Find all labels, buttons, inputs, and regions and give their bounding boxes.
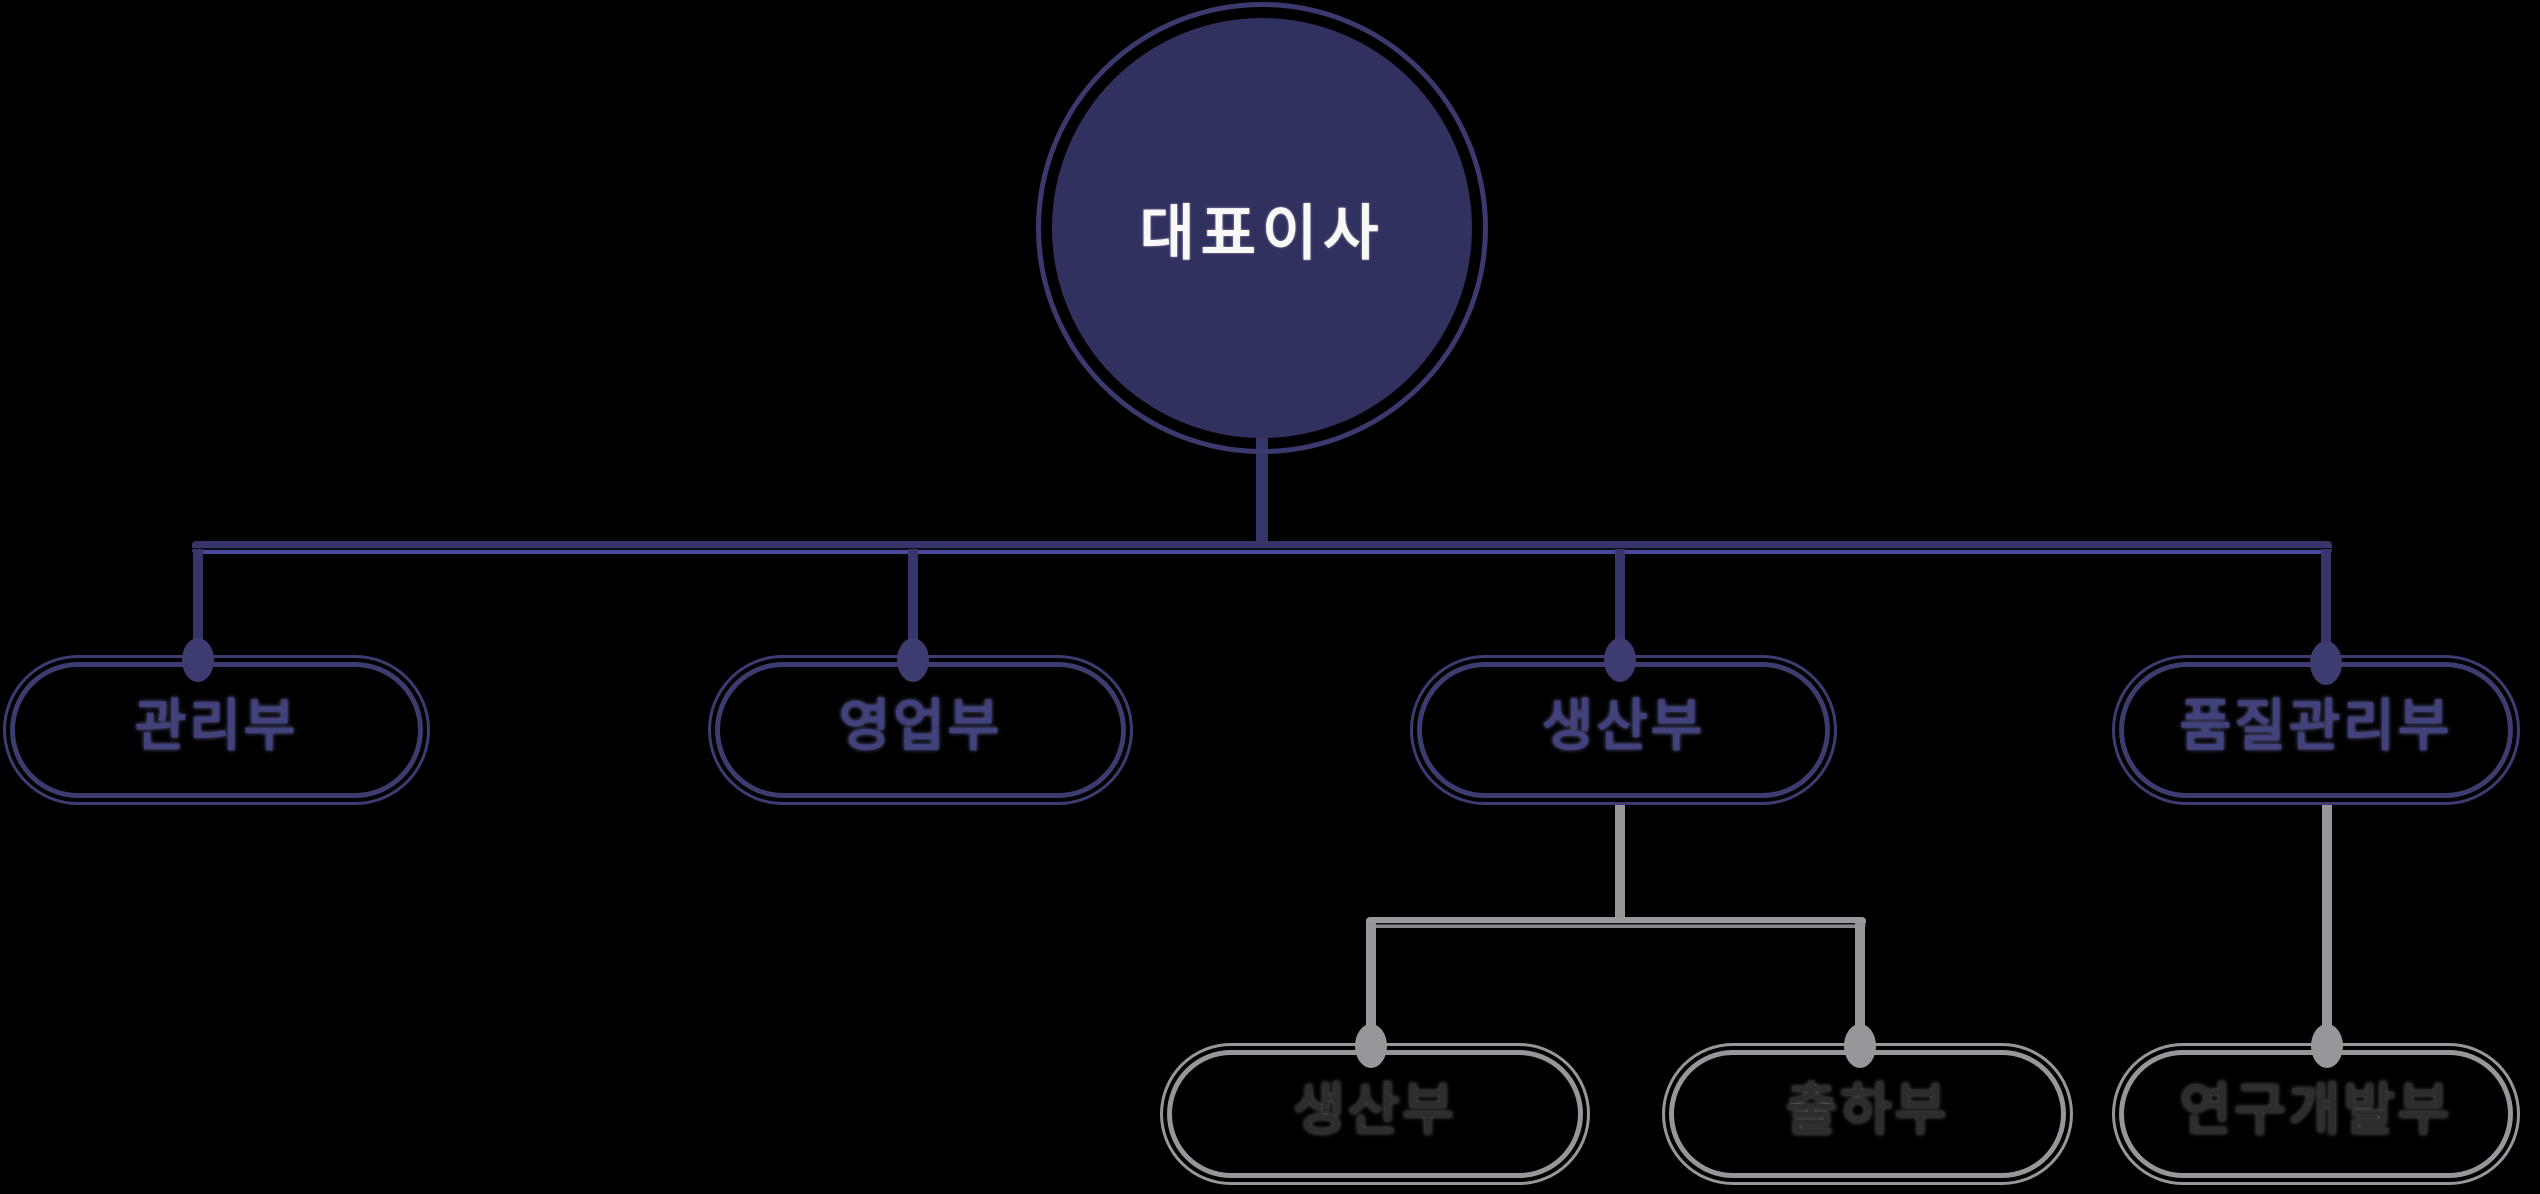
dept-label-quality: 품질관리부 xyxy=(2179,694,2453,757)
node-dot-shipping xyxy=(1844,1024,1876,1068)
node-dot-management xyxy=(182,638,214,682)
connector-drop-production-sub xyxy=(1366,923,1376,1048)
connector-level1-horizontal xyxy=(192,541,2332,554)
dept-box-rnd: 연구개발부 xyxy=(2112,1043,2520,1185)
dept-label-production-sub: 생산부 xyxy=(1293,1078,1457,1141)
node-dot-sales xyxy=(897,638,929,682)
dept-label-shipping: 출하부 xyxy=(1785,1078,1950,1141)
node-dot-quality xyxy=(2310,641,2342,685)
connector-level2-horizontal xyxy=(1366,917,1866,928)
connector-drop-management xyxy=(193,549,203,661)
ceo-node-outer-ring xyxy=(1036,2,1488,454)
node-dot-rnd xyxy=(2311,1024,2343,1068)
ceo-label: 대표이사 xyxy=(1139,199,1385,267)
ceo-node: 대표이사 xyxy=(1052,18,1472,438)
dept-box-management: 관리부 xyxy=(3,655,430,805)
connector-drop-quality xyxy=(2321,549,2331,664)
connector-drop-sales xyxy=(908,549,918,661)
dept-label-management: 관리부 xyxy=(134,694,299,757)
dept-label-sales: 영업부 xyxy=(838,694,1003,757)
dept-label-production: 생산부 xyxy=(1541,694,1706,757)
node-dot-production-sub xyxy=(1355,1024,1387,1068)
node-dot-production xyxy=(1604,638,1636,682)
connector-drop-rnd xyxy=(2322,803,2332,1048)
connector-drop-production xyxy=(1615,549,1625,661)
dept-label-rnd: 연구개발부 xyxy=(2179,1078,2453,1141)
connector-ceo-trunk xyxy=(1256,435,1268,547)
connector-drop-shipping xyxy=(1855,923,1865,1048)
connector-production-stem xyxy=(1615,803,1625,925)
